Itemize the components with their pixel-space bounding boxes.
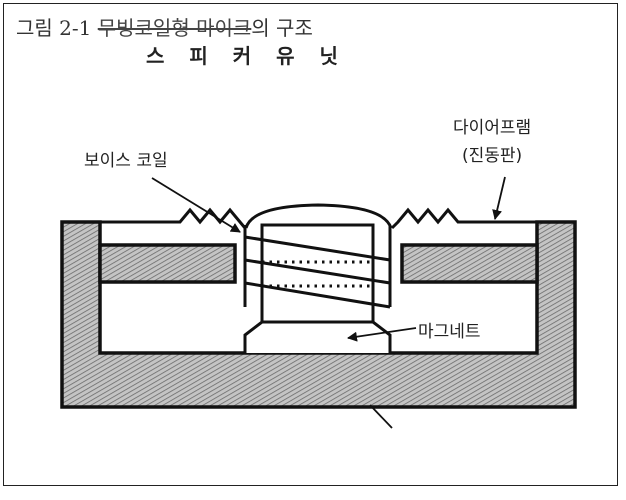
pole-piece	[260, 223, 375, 324]
leader-lines	[151, 176, 506, 429]
voice-coil-leader	[151, 177, 241, 233]
magnet-leader	[347, 327, 417, 342]
figure-number: 그림 2-1	[16, 16, 92, 40]
top-plate-left	[98, 243, 237, 284]
coil-windings-hidden	[262, 260, 373, 288]
diaphragm	[62, 203, 575, 230]
top-plate-right	[400, 243, 539, 284]
label-magnet: 마그네트	[418, 322, 481, 342]
label-diaphragm: 다이어프램	[453, 118, 532, 138]
figure-caption: 그림 2-1 무빙코일형 마이크의 구조	[16, 12, 313, 41]
struck-title: 무빙코일형 마이크	[97, 16, 252, 40]
diaphragm-leader	[492, 176, 506, 220]
coil-windings	[244, 235, 391, 309]
label-voice-coil: 보이스 코일	[84, 151, 168, 171]
figure-frame	[3, 3, 618, 486]
magnet	[243, 320, 392, 353]
housing-leader	[369, 404, 393, 429]
label-diaphragm-sub: (진동판)	[462, 146, 523, 166]
voice-coil-bobbin	[243, 225, 392, 307]
title-suffix: 의 구조	[251, 16, 313, 40]
figure-subtitle: 스 피 커 유 닛	[146, 44, 347, 68]
